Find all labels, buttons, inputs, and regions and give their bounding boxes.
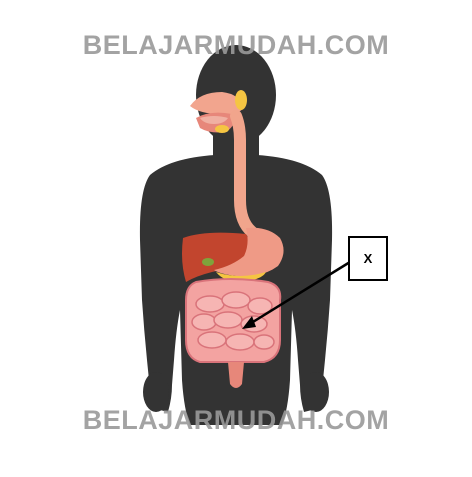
- small-intestine: [191, 291, 275, 351]
- label-x-box: X: [348, 236, 388, 281]
- watermark-top: BELAJARMUDAH.COM: [82, 30, 390, 60]
- label-x-text: X: [363, 251, 373, 266]
- salivary-gland: [215, 90, 247, 133]
- esophagus: [230, 110, 258, 238]
- label-pointer-arrowhead: [242, 316, 256, 329]
- label-pointer-line: [247, 260, 351, 327]
- liver: [182, 232, 249, 282]
- rectum: [228, 362, 244, 388]
- gall-bladder: [202, 258, 214, 266]
- stomach: [214, 227, 284, 277]
- watermark-bottom: BELAJARMUDAH.COM: [82, 405, 390, 435]
